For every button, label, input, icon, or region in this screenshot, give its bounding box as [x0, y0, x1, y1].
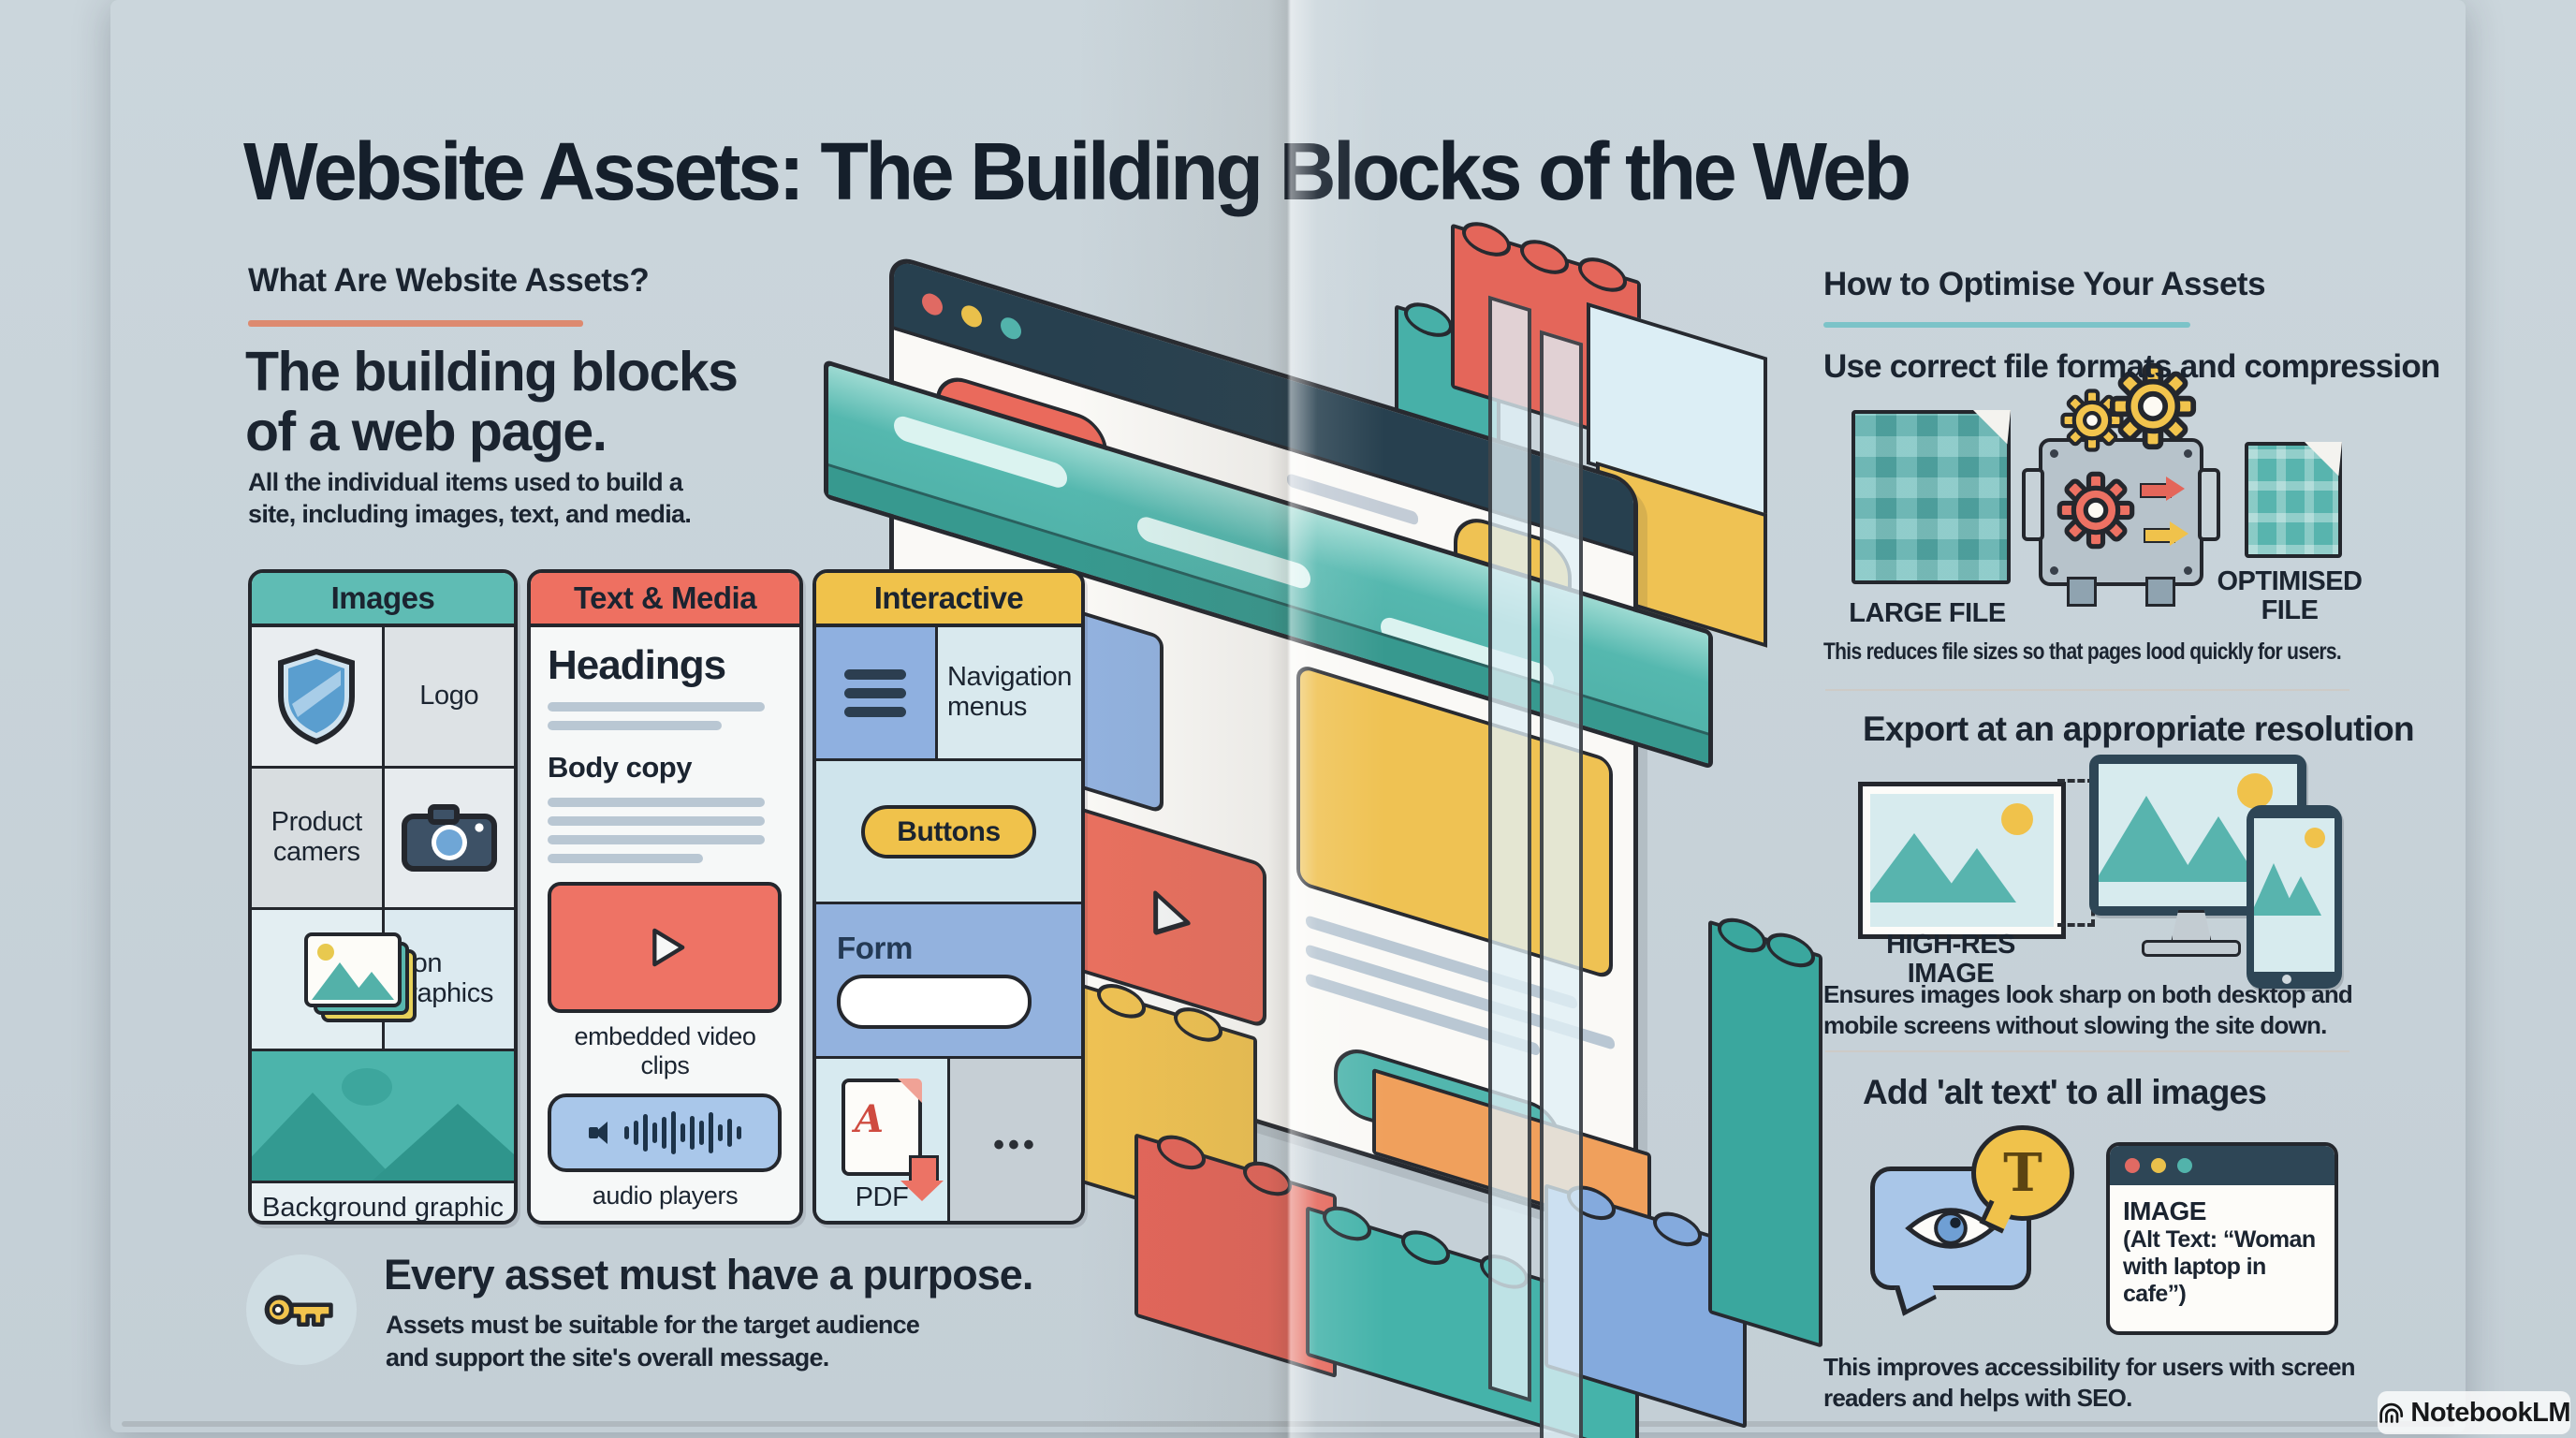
form-input-field: [837, 975, 1032, 1030]
images-card: Images Logo Product camers i: [248, 569, 518, 1225]
large-file-icon: [1852, 410, 2011, 584]
notebooklm-watermark: NotebookLM: [2378, 1391, 2570, 1434]
embedded-video-player: [548, 882, 782, 1013]
section3-title: Add 'alt text' to all images: [1863, 1073, 2267, 1111]
body-copy-label: Body copy: [548, 751, 692, 784]
text-media-card-header: Text & Media: [531, 573, 799, 627]
audio-player: [548, 1093, 782, 1172]
interactive-card-header: Interactive: [816, 573, 1081, 627]
headings-label: Headings: [548, 642, 726, 688]
section3-body: This improves accessibility for users wi…: [1823, 1353, 2356, 1413]
teal-underline: [1823, 322, 2190, 328]
notebooklm-logo-icon: [2379, 1402, 2404, 1423]
pdf-file-icon: A: [842, 1078, 944, 1202]
background-graphic-thumbnail: [252, 1051, 514, 1183]
section1-title: Use correct file formats and compression: [1823, 348, 2440, 385]
alt-text-bubble-icon: T: [1971, 1125, 2074, 1234]
glass-column-icon: [1488, 295, 1531, 1402]
buttons-cell: Buttons: [816, 761, 1081, 902]
lego-column-teal-icon: [1708, 912, 1822, 1348]
optimised-file-icon: [2245, 442, 2342, 558]
play-icon: [1152, 890, 1191, 935]
images-card-header: Images: [252, 573, 514, 627]
key-badge: [246, 1255, 357, 1365]
glass-column-icon: [1540, 330, 1583, 1438]
alt-text-t-glyph: T: [2003, 1142, 2042, 1204]
speaker-icon: [588, 1122, 613, 1144]
arrow-right-icon: [2144, 521, 2188, 546]
alt-text-browser-card: IMAGE (Alt Text: “Woman with laptop in c…: [2106, 1142, 2338, 1335]
window-dot-teal-icon: [1001, 315, 1021, 343]
product-camera-cell: Product camers: [252, 769, 382, 907]
key-icon: [264, 1295, 333, 1327]
pdf-cell: A PDF: [816, 1059, 947, 1221]
mini-browser-titlebar: [2110, 1146, 2334, 1185]
optimise-heading: How to Optimise Your Assets: [1823, 266, 2266, 302]
compression-machine-icon: [2022, 362, 2220, 607]
navigation-menus-cell: Navigation menus: [934, 627, 1081, 758]
alt-card-title: IMAGE: [2123, 1196, 2206, 1225]
audio-caption: audio players: [592, 1181, 739, 1210]
section1-body: This reduces file sizes so that pages lo…: [1823, 638, 2342, 665]
video-caption: embedded video clips: [574, 1022, 756, 1079]
interactive-card: Interactive Navigation menus Buttons For…: [812, 569, 1085, 1225]
section2-title: Export at an appropriate resolution: [1863, 710, 2415, 748]
form-label: Form: [837, 930, 913, 965]
more-assets-cell: •••: [947, 1059, 1081, 1221]
window-dot-red-icon: [2125, 1158, 2140, 1173]
section2-body: Ensures images look sharp on both deskto…: [1823, 980, 2353, 1040]
window-dot-yellow-icon: [2151, 1158, 2166, 1173]
image-stack-icon: [252, 910, 417, 1049]
section-divider: [1825, 1050, 2349, 1052]
intro-body: All the individual items used to build a…: [248, 468, 692, 529]
large-file-label: LARGE FILE: [1849, 598, 2006, 628]
form-cell: Form: [816, 904, 1081, 1056]
text-media-card: Text & Media Headings Body copy embedded…: [527, 569, 803, 1225]
window-dot-red-icon: [922, 290, 943, 318]
window-dot-teal-icon: [2177, 1158, 2192, 1173]
gear-icon: [2109, 362, 2197, 450]
arrow-right-icon: [2140, 477, 2185, 501]
hamburger-menu-icon: [816, 627, 935, 758]
purpose-body: Assets must be suitable for the target a…: [386, 1311, 920, 1372]
high-res-label: HIGH-RES IMAGE: [1886, 930, 2015, 990]
sample-button: Buttons: [861, 804, 1036, 858]
intro-kicker: What Are Website Assets?: [248, 262, 650, 299]
purpose-headline: Every asset must have a purpose.: [384, 1251, 1033, 1299]
coral-underline: [248, 320, 583, 327]
high-res-image-icon: [1858, 782, 2066, 939]
background-graphic-caption: Background graphic: [252, 1183, 514, 1221]
section-divider: [1825, 689, 2349, 691]
shield-logo-icon: [252, 627, 382, 766]
mobile-phone-icon: [2247, 805, 2342, 989]
intro-headline: The building blocks of a web page.: [245, 341, 739, 462]
optimised-file-label: OPTIMISED FILE: [2217, 566, 2363, 626]
watermark-label: NotebookLM: [2410, 1397, 2570, 1428]
pdf-label: PDF: [855, 1182, 909, 1213]
alt-card-text: (Alt Text: “Woman with laptop in cafe”): [2123, 1226, 2316, 1308]
eye-icon: [1905, 1208, 1997, 1249]
camera-icon: [381, 769, 514, 907]
waveform-icon: [623, 1111, 741, 1154]
page-title: Website Assets: The Building Blocks of t…: [243, 126, 1911, 218]
logo-cell: Logo: [381, 627, 514, 766]
window-dot-yellow-icon: [961, 302, 982, 330]
gear-icon: [2056, 471, 2135, 550]
play-icon: [652, 928, 685, 967]
